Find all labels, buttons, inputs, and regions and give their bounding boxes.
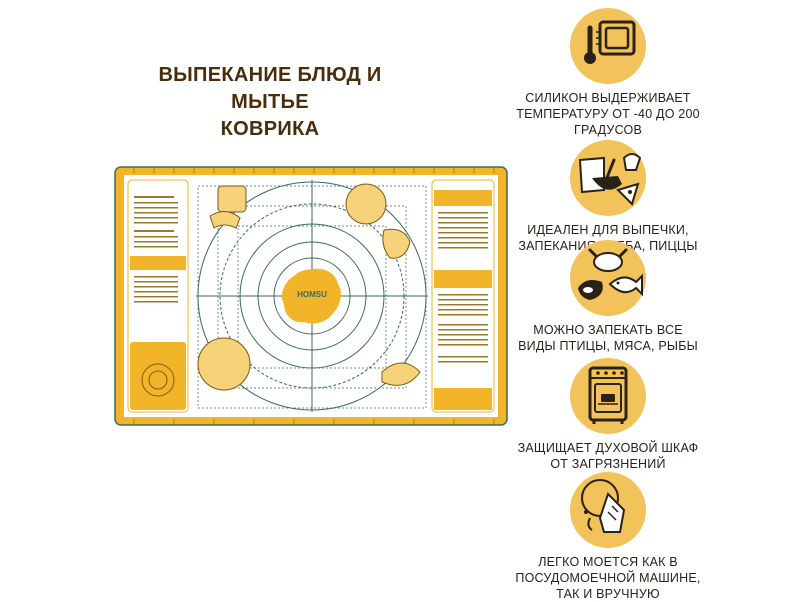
feature-text-line: СИЛИКОН ВЫДЕРЖИВАЕТ — [525, 91, 691, 105]
oven-thermometer-icon — [570, 8, 646, 84]
feature-oven-protection: ЗАЩИЩАЕТ ДУХОВОЙ ШКАФ ОТ ЗАГРЯЗНЕНИЙ — [508, 358, 708, 472]
page-title-line-1: ВЫПЕКАНИЕ БЛЮД И МЫТЬЕ — [158, 64, 382, 113]
washing-hands-icon — [570, 472, 646, 548]
baking-icon — [570, 140, 646, 216]
page-title: ВЫПЕКАНИЕ БЛЮД И МЫТЬЕ КОВРИКА — [120, 62, 420, 143]
feature-text-line: ТЕМПЕРАТУРУ ОТ -40 ДО 200 — [516, 107, 700, 121]
feature-text-line: ПОСУДОМОЕЧНОЙ МАШИНЕ, — [515, 571, 701, 585]
chicken-meat-fish-icon — [570, 240, 646, 316]
feature-text-line: ОТ ЗАГРЯЗНЕНИЙ — [550, 457, 666, 471]
feature-text-line: ИДЕАЛЕН ДЛЯ ВЫПЕЧКИ, — [527, 223, 689, 237]
feature-text-line: ВИДЫ ПТИЦЫ, МЯСА, РЫБЫ — [518, 339, 698, 353]
feature-temperature: СИЛИКОН ВЫДЕРЖИВАЕТ ТЕМПЕРАТУРУ ОТ -40 Д… — [508, 8, 708, 138]
baking-mat-image: HOMSU — [114, 166, 508, 426]
feature-text-line: ТАК И ВРУЧНУЮ — [556, 587, 660, 601]
oven-protection-icon — [570, 358, 646, 434]
feature-text-line: ЗАЩИЩАЕТ ДУХОВОЙ ШКАФ — [517, 441, 699, 455]
feature-washing: ЛЕГКО МОЕТСЯ КАК В ПОСУДОМОЕЧНОЙ МАШИНЕ,… — [508, 472, 708, 602]
feature-text-line: МОЖНО ЗАПЕКАТЬ ВСЕ — [533, 323, 683, 337]
feature-roasting: МОЖНО ЗАПЕКАТЬ ВСЕ ВИДЫ ПТИЦЫ, МЯСА, РЫБ… — [508, 240, 708, 354]
feature-baking: ИДЕАЛЕН ДЛЯ ВЫПЕЧКИ, ЗАПЕКАНИЯ ХЛЕБА, ПИ… — [508, 140, 708, 254]
mat-brand-label: HOMSU — [297, 290, 327, 299]
baking-mat-drawing — [114, 166, 508, 426]
page-title-line-2: КОВРИКА — [220, 118, 320, 140]
feature-text-line: ГРАДУСОВ — [574, 123, 642, 137]
feature-text-line: ЛЕГКО МОЕТСЯ КАК В — [538, 555, 678, 569]
